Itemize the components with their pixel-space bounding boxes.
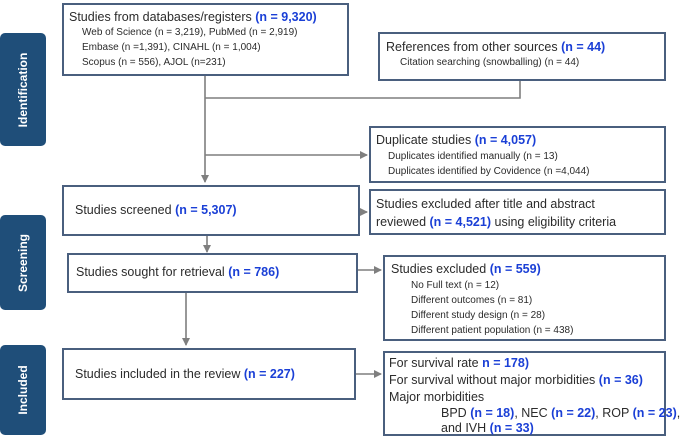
other-sources-title: References from other sources	[386, 40, 558, 54]
outcomes-nec-label: NEC	[521, 406, 548, 420]
duplicates-title: Duplicate studies	[376, 133, 472, 147]
included-review-box	[62, 348, 356, 400]
excluded-box	[383, 255, 666, 341]
outcomes-rop-count: (n = 23)	[632, 406, 677, 420]
included-review-title-line: Studies included in the review (n = 227)	[75, 368, 295, 381]
connector-other-sources-merge	[205, 81, 521, 99]
phase-identification: Identification	[0, 33, 46, 146]
excluded-reason-4: Different patient population (n = 438)	[411, 325, 574, 336]
excluded-title-abstract-pre: reviewed	[376, 215, 427, 229]
other-sources-box	[378, 32, 666, 81]
retrieval-box	[67, 253, 358, 293]
excluded-title-abstract-count: (n = 4,521)	[429, 215, 492, 229]
screened-title-line: Studies screened (n = 5,307)	[75, 204, 237, 217]
outcomes-box	[383, 351, 666, 436]
included-review-title: Studies included in the review	[75, 367, 241, 381]
excluded-reason-2: Different outcomes (n = 81)	[411, 295, 533, 306]
excluded-count: (n = 559)	[489, 262, 541, 276]
excluded-title-abstract-post: using eligibility criteria	[494, 215, 617, 229]
databases-line-3: Scopus (n = 556), AJOL (n=231)	[82, 57, 226, 68]
other-sources-line: Citation searching (snowballing) (n = 44…	[400, 57, 580, 68]
excluded-title-line: Studies excluded (n = 559)	[391, 263, 541, 276]
retrieval-title-line: Studies sought for retrieval (n = 786)	[76, 266, 279, 279]
outcomes-morbidity-line-2: and IVH (n = 33)	[441, 422, 534, 435]
outcomes-major-label: Major morbidities	[389, 390, 485, 404]
databases-title: Studies from databases/registers	[69, 10, 252, 24]
duplicates-count: (n = 4,057)	[474, 133, 537, 147]
outcomes-morbidity-line-1: BPD (n = 18), NEC (n = 22), ROP (n = 23)…	[441, 406, 680, 420]
databases-count: (n = 9,320)	[255, 10, 317, 24]
screened-box	[62, 185, 360, 236]
outcomes-survival-count: n = 178)	[482, 356, 529, 370]
outcomes-no-morbidity-label: For survival without major morbidities	[389, 373, 596, 387]
databases-title-line: Studies from databases/registers (n = 9,…	[69, 11, 317, 24]
other-sources-title-line: References from other sources (n = 44)	[386, 41, 605, 54]
excluded-reason-3: Different study design (n = 28)	[411, 310, 546, 321]
included-review-count: (n = 227)	[243, 367, 295, 381]
screened-count: (n = 5,307)	[175, 203, 237, 217]
duplicates-line-1: Duplicates identified manually (n = 13)	[388, 151, 558, 162]
phase-screening: Screening	[0, 215, 46, 310]
phase-included: Included	[0, 345, 46, 435]
outcomes-no-morbidity-count: (n = 36)	[598, 373, 643, 387]
outcomes-survival-label: For survival rate	[389, 356, 479, 370]
databases-box	[62, 3, 349, 76]
outcomes-bpd-label: BPD	[441, 406, 467, 420]
outcomes-bpd-count: (n = 18)	[470, 406, 515, 420]
phase-screening-label: Screening	[16, 233, 30, 292]
databases-line-1: Web of Science (n = 3,219), PubMed (n = …	[82, 27, 298, 38]
screened-title: Studies screened	[75, 203, 172, 217]
other-sources-count: (n = 44)	[561, 40, 606, 54]
phase-included-label: Included	[16, 365, 30, 415]
retrieval-count: (n = 786)	[228, 265, 280, 279]
outcomes-rop-label: ROP	[602, 406, 630, 420]
duplicates-box	[369, 126, 666, 183]
duplicates-line-2: Duplicates identified by Covidence (n =4…	[388, 166, 590, 177]
excluded-title-abstract-box	[369, 189, 666, 235]
excluded-title-abstract-line-1: Studies excluded after title and abstrac…	[376, 197, 595, 211]
retrieval-title: Studies sought for retrieval	[76, 265, 225, 279]
outcomes-survival-line: For survival rate n = 178)	[389, 357, 529, 370]
excluded-title: Studies excluded	[391, 262, 487, 276]
duplicates-title-line: Duplicate studies (n = 4,057)	[376, 134, 536, 147]
outcomes-no-morbidity-line: For survival without major morbidities (…	[389, 374, 643, 387]
excluded-title-abstract-line-2: reviewed (n = 4,521) using eligibility c…	[376, 216, 616, 229]
databases-line-2: Embase (n =1,391), CINAHL (n = 1,004)	[82, 42, 261, 53]
excluded-reason-1: No Full text (n = 12)	[411, 280, 500, 291]
outcomes-nec-count: (n = 22)	[551, 406, 596, 420]
phase-identification-label: Identification	[16, 52, 30, 127]
outcomes-ivh-count: (n = 33)	[489, 421, 534, 435]
outcomes-ivh-label: and IVH	[441, 421, 487, 435]
